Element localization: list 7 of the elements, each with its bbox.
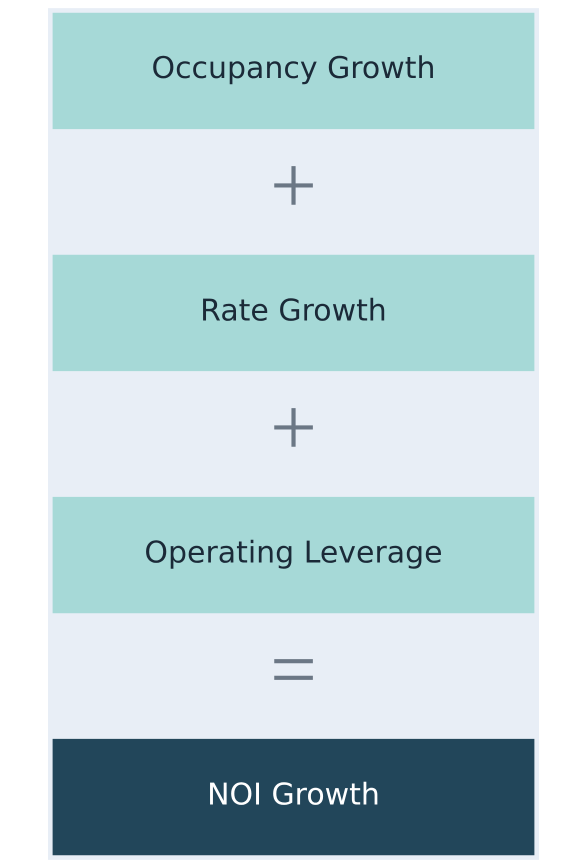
node-box: NOI Growth (52, 738, 534, 856)
label: + (270, 380, 316, 473)
label: = (270, 622, 316, 715)
node-box: Occupancy Growth (52, 12, 534, 130)
node-box: Rate Growth (52, 254, 534, 372)
node-box: Operating Leverage (52, 496, 534, 614)
label: + (270, 138, 316, 231)
